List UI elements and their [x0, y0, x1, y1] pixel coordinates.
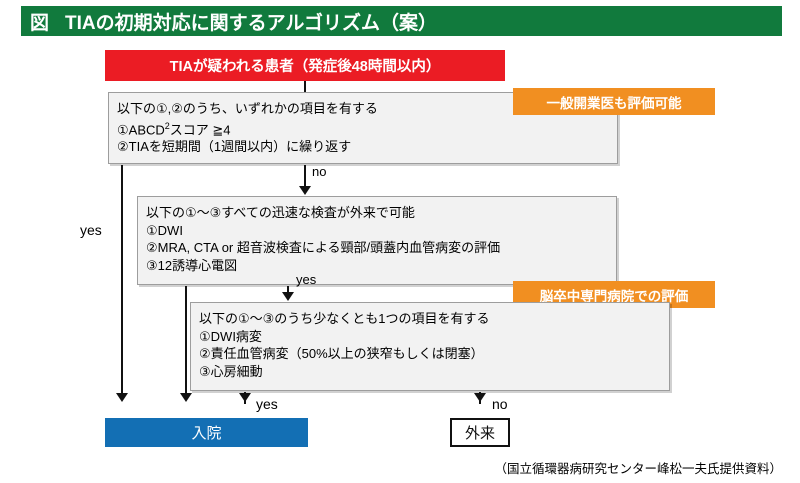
figure-marker: 図 [30, 12, 50, 34]
abcd2-superscript: 2 [164, 120, 170, 131]
edge-criteria2-left-branch [185, 286, 187, 393]
edge-criteria3-no-arrowhead [474, 393, 486, 402]
criteria-1-line-3: ②TIAを短期間（1週間以内）に繰り返す [117, 139, 352, 155]
node-start-label: TIAが疑われる患者（発症後48時間以内） [169, 59, 441, 75]
criteria-3-line-4: ③心房細動 [199, 363, 263, 379]
node-admission: 入院 [105, 418, 308, 447]
source-credit: （国立循環器病研究センター峰松一夫氏提供資料） [494, 462, 782, 476]
figure-title-bar: 図 TIAの初期対応に関するアルゴリズム（案） [18, 6, 782, 36]
node-criteria-3: 以下の①〜③のうち少なくとも1つの項目を有する ①DWI病変 ②責任血管病変（5… [190, 302, 670, 391]
edge-criteria1-no [304, 165, 306, 186]
edge-label-criteria1-no: no [312, 164, 327, 179]
criteria-1-line-2-suffix: スコア ≧4 [169, 121, 231, 137]
criteria-3-line-3: ②責任血管病変（50%以上の狭窄もしくは閉塞） [199, 346, 484, 361]
criteria-1-line-2: ①ABCD2スコア ≧4 [117, 118, 617, 139]
criteria-1-line-1: 以下の①,②のうち、いずれかの項目を有する [117, 101, 378, 116]
edge-criteria1-no-arrowhead [299, 186, 311, 195]
badge-general-practitioner-label: 一般開業医も評価可能 [546, 95, 682, 111]
criteria-3-line-2: ①DWI病変 [199, 328, 262, 344]
page-title: TIAの初期対応に関するアルゴリズム（案） [65, 12, 438, 34]
edge-label-criteria1-yes: yes [80, 222, 102, 238]
badge-stroke-center-label: 脳卒中専門病院での評価 [539, 288, 689, 304]
edge-start-to-criteria1 [304, 81, 306, 92]
criteria-2-line-3: ②MRA, CTA or 超音波検査による頸部/頭蓋内血管病変の評価 [146, 240, 501, 255]
node-start: TIAが疑われる患者（発症後48時間以内） [105, 50, 505, 81]
criteria-1-line-2-prefix: ①ABCD [117, 121, 165, 137]
criteria-2-line-1: 以下の①〜③すべての迅速な検査が外来で可能 [146, 205, 415, 220]
node-admission-label: 入院 [191, 425, 222, 442]
node-criteria-2: 以下の①〜③すべての迅速な検査が外来で可能 ①DWI ②MRA, CTA or … [137, 196, 617, 285]
criteria-2-line-4: ③12誘導心電図 [146, 257, 238, 273]
node-outpatient: 外来 [450, 418, 510, 447]
badge-general-practitioner: 一般開業医も評価可能 [513, 88, 715, 115]
node-outpatient-label: 外来 [464, 425, 495, 442]
edge-criteria2-yes-arrowhead [282, 292, 294, 301]
edge-label-criteria3-no: no [492, 396, 508, 412]
edge-label-criteria3-yes: yes [256, 396, 278, 412]
criteria-3-line-1: 以下の①〜③のうち少なくとも1つの項目を有する [199, 311, 490, 326]
edge-criteria1-yes [121, 165, 123, 393]
title-left-rule [18, 6, 21, 36]
edge-criteria2-left-arrowhead [180, 393, 192, 402]
edge-label-criteria2-yes: yes [296, 272, 317, 287]
edge-criteria1-yes-arrowhead [116, 393, 128, 402]
edge-criteria3-yes-arrowhead [239, 393, 251, 402]
criteria-2-line-2: ①DWI [146, 222, 183, 238]
edge-criteria2-yes [287, 286, 289, 294]
